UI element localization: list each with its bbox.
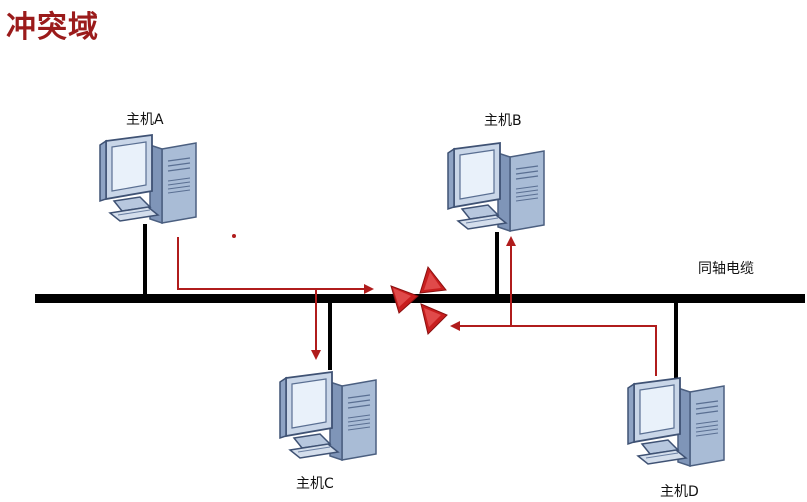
host-a-label: 主机A [126,112,164,128]
host-c-computer-icon [279,371,377,461]
page-title: 冲突域 [6,10,99,45]
host-a-computer-icon [99,134,197,224]
host-c-label: 主机C [296,476,334,492]
cable-label: 同轴电缆 [698,261,754,277]
host-d-computer-icon [627,377,725,467]
coaxial-cable [35,294,805,303]
signal-arrow-d-to-collision [450,321,657,376]
host-b-computer-icon [447,142,545,232]
collision-icon [390,265,448,335]
signal-arrow-a-to-collision [177,237,374,294]
host-d-label: 主机D [660,484,699,500]
red-speck [232,234,236,238]
host-b-label: 主机B [484,113,522,129]
